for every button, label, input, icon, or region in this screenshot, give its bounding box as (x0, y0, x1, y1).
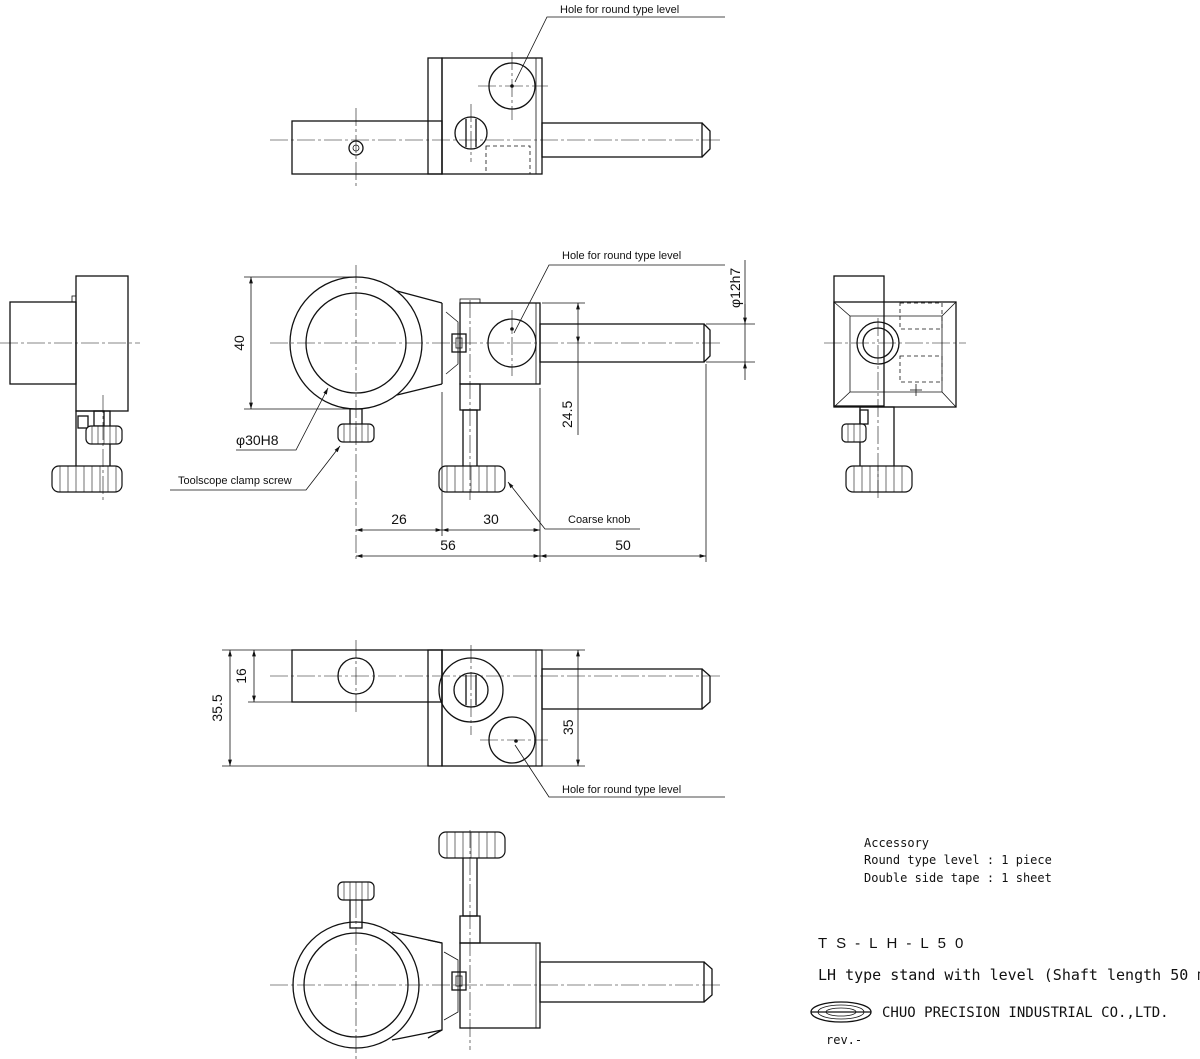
label-hole-top: Hole for round type level (560, 4, 679, 16)
accessory-line-2: Double side tape : 1 sheet (864, 871, 1052, 885)
top-view (270, 52, 720, 186)
dim-35-5: 35.5 (209, 694, 225, 721)
title-block: TS-LH-L50 LH type stand with level (Shaf… (810, 935, 1200, 1047)
right-side-view (824, 275, 966, 500)
label-hole-bottom-leader: Hole for round type level (514, 744, 725, 798)
bottom-view (270, 640, 720, 767)
model-description: LH type stand with level (Shaft length 5… (818, 966, 1200, 984)
accessory-notes: Accessory Round type level : 1 piece Dou… (864, 836, 1052, 885)
label-hole-bottom: Hole for round type level (562, 784, 681, 796)
label-clamp-screw: Toolscope clamp screw (178, 475, 292, 487)
label-hole-front: Hole for round type level (562, 250, 681, 262)
bottom-dimensions: 16 35.5 35 (209, 649, 585, 767)
dim-35: 35 (560, 719, 576, 735)
dim-40: 40 (231, 335, 247, 351)
front-dimensions: 40 φ30H8 φ12h7 24.5 26 30 56 50 (231, 260, 755, 562)
dim-phi30: φ30H8 (236, 432, 279, 448)
dim-50: 50 (615, 537, 631, 553)
model-code: TS-LH-L50 (818, 935, 972, 952)
company-logo (810, 1001, 872, 1023)
dim-26: 26 (391, 511, 407, 527)
accessory-line-1: Round type level : 1 piece (864, 853, 1052, 867)
label-coarse-knob: Coarse knob (568, 514, 630, 526)
revision: rev.- (826, 1033, 862, 1047)
dim-16: 16 (233, 668, 249, 684)
dim-30: 30 (483, 511, 499, 527)
isometric-view (270, 830, 720, 1059)
front-view (270, 265, 720, 560)
label-hole-top-leader: Hole for round type level (514, 4, 725, 83)
dim-56: 56 (440, 537, 456, 553)
accessory-heading: Accessory (864, 836, 929, 850)
front-labels: Hole for round type level Toolscope clam… (170, 250, 725, 530)
dim-phi12: φ12h7 (727, 268, 743, 308)
company-name: CHUO PRECISION INDUSTRIAL CO.,LTD. (882, 1005, 1169, 1021)
left-side-view (0, 275, 140, 500)
dim-24-5: 24.5 (559, 401, 575, 428)
